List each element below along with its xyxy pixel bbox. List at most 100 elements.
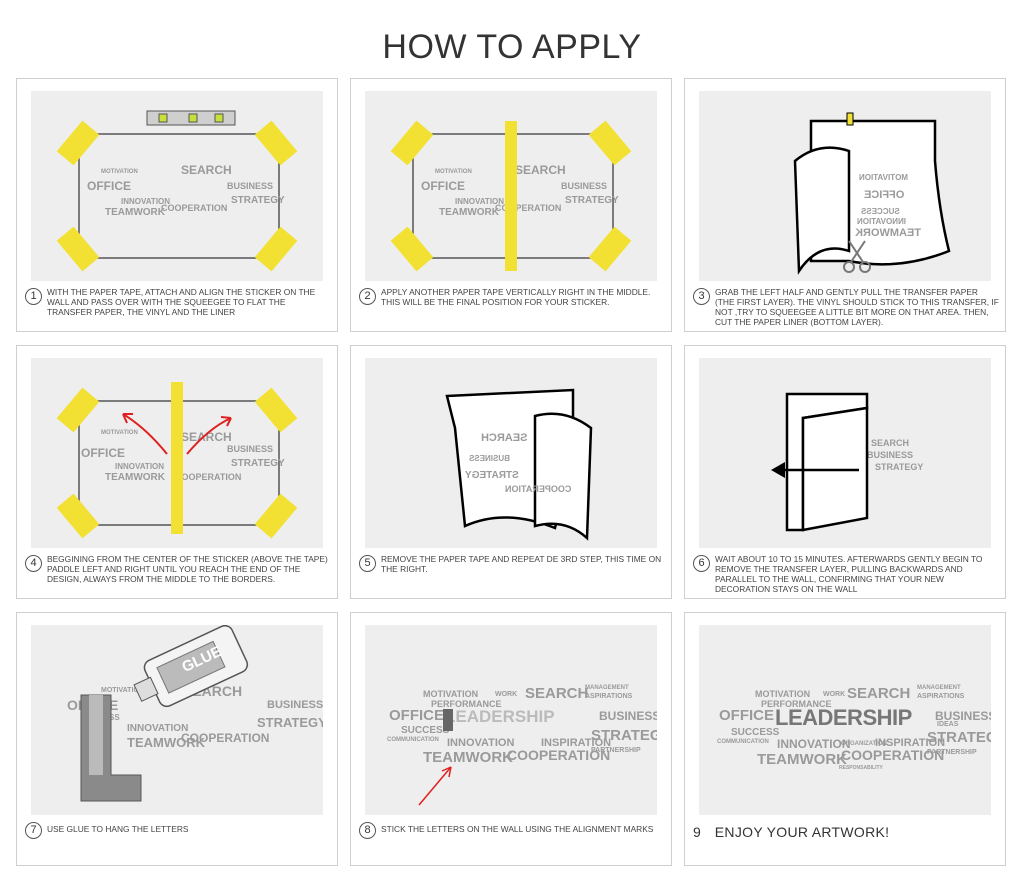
word-organization: ORGANIZATION	[841, 741, 887, 747]
word-cooperation: COOPERATION	[181, 731, 270, 745]
word-strategy: STRATEGY	[927, 729, 991, 746]
word-ideas: IDEAS	[937, 721, 959, 728]
word-aspirations: ASPIRATIONS	[917, 693, 965, 700]
word-innovation: INNOVATION	[447, 737, 515, 749]
word-search-mirrored: SEARCH	[481, 432, 528, 444]
word-business: BUSINESS	[267, 699, 323, 711]
word-teamwork: TEAMWORK	[127, 735, 205, 750]
step-1-illustration: MOTIVATION SEARCH OFFICE BUSINESS INNOVA…	[31, 91, 323, 281]
word-teamwork-mirrored: TEAMWORK	[855, 227, 921, 239]
word-management: MANAGEMENT	[585, 685, 629, 691]
word-aspirations: ASPIRATIONS	[585, 693, 633, 700]
alignment-arrow	[418, 709, 453, 806]
step-number: 3	[693, 288, 710, 305]
scissors-icon	[843, 240, 871, 273]
word-teamwork: TEAMWORK	[105, 472, 165, 483]
step-text: REMOVE THE PAPER TAPE AND REPEAT DE 3RD …	[381, 554, 662, 574]
word-partnership: PARTNERSHIP	[927, 749, 977, 756]
peeling-transfer-paper	[793, 112, 951, 275]
word-work: WORK	[495, 691, 518, 698]
word-search: SEARCH	[515, 163, 566, 177]
word-motivation: MOTIVATION	[435, 169, 472, 175]
word-strategy: STRATEGY	[591, 727, 657, 744]
word-cooperation: COOPERATION	[841, 747, 945, 763]
word-motivation: MOTIVATION	[101, 687, 144, 694]
word-office: OFFICE	[421, 179, 465, 193]
glue-bottle-and-letter	[80, 625, 249, 802]
word-business-mirrored: BUSINESS	[469, 454, 510, 463]
word-performance: PERFORMANCE	[761, 699, 832, 709]
word-cooperation: COOPERATION	[175, 472, 242, 482]
step-text: BEGGINING FROM THE CENTER OF THE STICKER…	[47, 554, 328, 584]
step-8-caption: 8 STICK THE LETTERS ON THE WALL USING TH…	[359, 821, 665, 839]
step-5-caption: 5 REMOVE THE PAPER TAPE AND REPEAT DE 3R…	[359, 554, 665, 574]
word-innovation: INNOVATION	[127, 723, 189, 734]
word-success: SUCCESS	[731, 727, 780, 738]
step-number: 2	[359, 288, 376, 305]
word-cooperation-mirrored: COOPERATION	[505, 484, 572, 494]
word-strategy: STRATEGY	[875, 462, 924, 472]
word-search: SEARCH	[847, 685, 911, 702]
peeling-transfer-paper	[445, 388, 593, 541]
word-communication: COMMUNICATION	[387, 737, 439, 743]
word-business: BUSINESS	[561, 181, 608, 191]
step-1-caption: 1 WITH THE PAPER TAPE, ATTACH AND ALIGN …	[25, 287, 331, 317]
word-business: BUSINESS	[227, 181, 274, 191]
word-strategy-mirrored: STRATEGY	[465, 470, 519, 481]
step-text: ENJOY YOUR ARTWORK!	[714, 824, 890, 840]
step-number: 9	[693, 824, 701, 840]
step-text: GRAB THE LEFT HALF AND GENTLY PULL THE T…	[715, 287, 999, 327]
word-innovation: INNOVATION	[115, 462, 165, 471]
word-motivation: MOTIVATION	[755, 689, 811, 699]
step-panel-7: MOTIVATION SEARCH OFFICE BUSINESS SUCCES…	[16, 612, 338, 866]
step-4-illustration: MOTIVATION SEARCH OFFICE BUSINESS INNOVA…	[31, 358, 323, 548]
word-innovation: INNOVATION	[777, 737, 851, 751]
word-innovation: INNOVATION	[121, 197, 171, 206]
word-inspiration: INSPIRATION	[541, 737, 612, 749]
step-2-caption: 2 APPLY ANOTHER PAPER TAPE VERTICALLY RI…	[359, 287, 665, 307]
step-9-illustration: MOTIVATION WORK SEARCH MANAGEMENT PERFOR…	[699, 625, 991, 815]
word-teamwork: TEAMWORK	[757, 751, 847, 768]
word-management: MANAGEMENT	[917, 685, 961, 691]
step-2-illustration: MOTIVATION SEARCH OFFICE BUSINESS INNOVA…	[365, 91, 657, 281]
step-7-illustration: MOTIVATION SEARCH OFFICE BUSINESS SUCCES…	[31, 625, 323, 815]
arrow-right-icon	[186, 417, 232, 455]
word-innovation-mirrored: INNOVATION	[857, 217, 907, 226]
word-strategy: STRATEGY	[565, 195, 619, 206]
word-search: SEARCH	[525, 685, 589, 702]
word-innovation: INNOVATION	[455, 197, 505, 206]
word-strategy: STRATEGY	[257, 715, 323, 730]
step-number: 1	[25, 288, 42, 305]
arrow-left-icon	[122, 413, 168, 455]
step-panel-5: SEARCH BUSINESS STRATEGY COOPERATION 5 R…	[350, 345, 672, 599]
word-office: OFFICE	[87, 179, 131, 193]
step-3-caption: 3 GRAB THE LEFT HALF AND GENTLY PULL THE…	[693, 287, 999, 327]
step-text: STICK THE LETTERS ON THE WALL USING THE …	[381, 824, 654, 834]
tape-strips	[390, 120, 632, 272]
word-business: BUSINESS	[599, 709, 657, 723]
step-panel-4: MOTIVATION SEARCH OFFICE BUSINESS INNOVA…	[16, 345, 338, 599]
step-6-illustration: SEARCH BUSINESS STRATEGY	[699, 358, 991, 548]
step-7-caption: 7 USE GLUE TO HANG THE LETTERS	[25, 821, 331, 839]
removing-transfer-layer	[771, 392, 869, 532]
step-panel-9: MOTIVATION WORK SEARCH MANAGEMENT PERFOR…	[684, 612, 1006, 866]
word-strategy: STRATEGY	[231, 195, 285, 206]
word-search: SEARCH	[181, 430, 232, 444]
word-office-mirrored: OFFICE	[864, 189, 905, 201]
word-motivation: MOTIVATION	[101, 430, 138, 436]
step-text: APPLY ANOTHER PAPER TAPE VERTICALLY RIGH…	[381, 287, 651, 307]
word-business: BUSINESS	[867, 450, 914, 460]
word-search: SEARCH	[871, 438, 910, 448]
step-panel-1: MOTIVATION SEARCH OFFICE BUSINESS INNOVA…	[16, 78, 338, 332]
word-performance: PERFORMANCE	[431, 699, 502, 709]
step-panel-2: MOTIVATION SEARCH OFFICE BUSINESS INNOVA…	[350, 78, 672, 332]
word-office: OFFICE	[389, 707, 444, 724]
word-business: BUSINESS	[227, 444, 274, 454]
word-responsability: RESPONSABILITY	[839, 765, 883, 771]
step-6-caption: 6 WAIT ABOUT 10 TO 15 MINUTES. AFTERWARD…	[693, 554, 999, 594]
word-motivation: MOTIVATION	[423, 689, 479, 699]
step-text: USE GLUE TO HANG THE LETTERS	[47, 824, 189, 834]
word-office: OFFICE	[719, 707, 774, 724]
tape-strips	[56, 110, 298, 272]
word-work: WORK	[823, 691, 846, 698]
